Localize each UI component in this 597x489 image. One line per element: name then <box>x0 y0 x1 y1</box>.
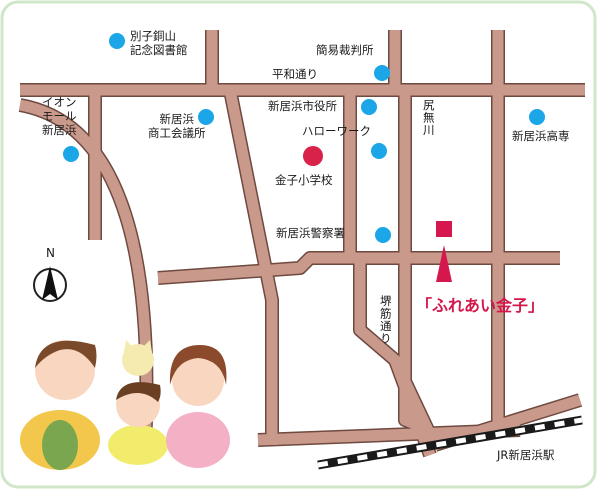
poi-dot-hello-work <box>371 143 387 159</box>
poi-dot-library <box>109 33 125 49</box>
label-police: 新居浜警察署 <box>276 226 345 240</box>
label-kaneko-school: 金子小学校 <box>275 173 333 187</box>
label-station: JR新居浜駅 <box>497 448 555 462</box>
label-shinaigawa: 尻無川 <box>421 99 436 137</box>
family-mascot-illustration <box>20 340 230 470</box>
label-fureai-kaneko: 「ふれあい金子」 <box>416 296 545 315</box>
poi-dot-tech <box>529 109 545 125</box>
label-aeon: イオン モール 新居浜 <box>42 95 77 137</box>
label-court: 簡易裁判所 <box>316 43 374 57</box>
label-hello-work: ハローワーク <box>302 124 371 138</box>
north-label: N <box>46 246 55 260</box>
north-arrow-icon <box>33 266 67 302</box>
poi-dot-city-hall <box>361 99 377 115</box>
poi-dot-police <box>375 227 391 243</box>
label-heiwa-dori: 平和通り <box>272 67 318 81</box>
poi-dot-chamber <box>198 109 214 125</box>
label-niihama-tech: 新居浜高専 <box>512 129 570 143</box>
label-city-hall: 新居浜市役所 <box>268 99 337 113</box>
destination-marker-icon <box>436 221 452 282</box>
label-library: 別子銅山 記念図書館 <box>130 29 188 57</box>
school-marker <box>303 146 323 166</box>
poi-markers <box>63 33 545 243</box>
label-chamber: 新居浜 商工会議所 <box>148 112 206 140</box>
poi-dot-aeon <box>63 146 79 162</box>
railway-line <box>317 415 583 470</box>
label-sakai-dori: 堺筋通り <box>378 295 393 345</box>
poi-dot-court <box>374 65 390 81</box>
